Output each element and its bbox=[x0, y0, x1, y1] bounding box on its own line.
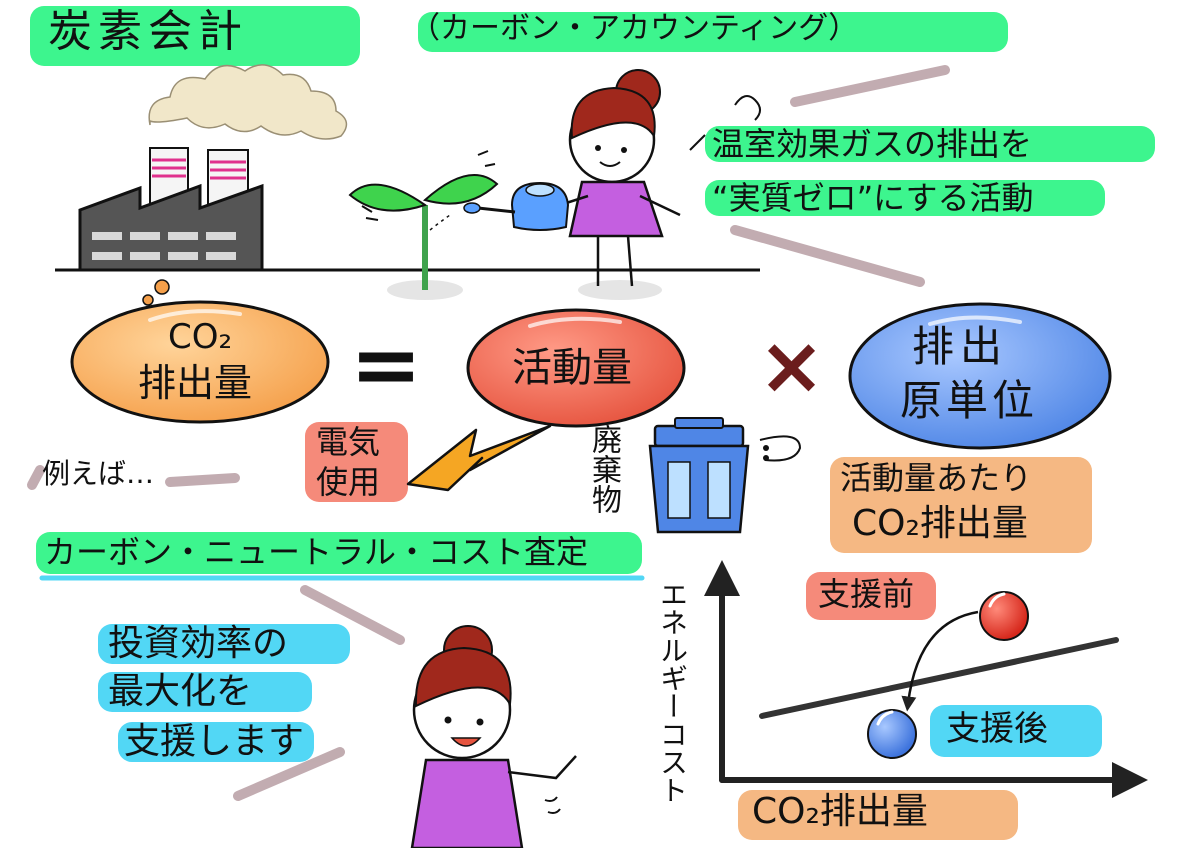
factory-building bbox=[78, 183, 264, 272]
activity-amount-ellipse bbox=[466, 308, 686, 428]
factor-note-highlight bbox=[830, 457, 1092, 553]
emissions-label: 排出量 bbox=[138, 361, 253, 405]
activity-amount-label: 活動量 bbox=[512, 345, 632, 391]
subtitle: （カーボン・アカウンティング） bbox=[410, 11, 859, 46]
factory-windows bbox=[92, 232, 236, 260]
y-axis-label: エネルギーコスト bbox=[656, 580, 689, 804]
factory-illustration bbox=[78, 64, 348, 272]
co2-emissions-ellipse bbox=[70, 300, 330, 424]
definition-highlight-2 bbox=[705, 180, 1105, 216]
decorative-swashes bbox=[27, 65, 950, 801]
factor-note-line-1: 活動量あたり bbox=[840, 459, 1033, 497]
service-desc-highlight-2 bbox=[98, 672, 312, 712]
title-highlight bbox=[30, 6, 360, 66]
after-point bbox=[867, 709, 917, 759]
before-highlight bbox=[806, 572, 936, 620]
co2-bubbles bbox=[142, 279, 170, 306]
after-support-label: 支援後 bbox=[946, 709, 1048, 749]
emission-factor-line-2: 原単位 bbox=[900, 376, 1039, 425]
service-desc-highlight-3 bbox=[118, 722, 314, 762]
waste-label: 廃棄物 bbox=[586, 424, 621, 514]
watering-can bbox=[510, 181, 570, 231]
speech-squiggle bbox=[734, 95, 761, 121]
cost-emission-graph bbox=[704, 560, 1148, 798]
before-support-label: 支援前 bbox=[818, 575, 915, 613]
service-title-highlight bbox=[36, 532, 642, 574]
trash-can-icon bbox=[648, 417, 802, 534]
lightning-bolt-icon bbox=[406, 424, 552, 492]
subtitle-highlight bbox=[418, 12, 1008, 52]
definition-highlight-1 bbox=[705, 126, 1155, 162]
definition-line-2: “実質ゼロ”にする活動 bbox=[712, 179, 1034, 217]
example-intro: 例えば… bbox=[42, 457, 155, 490]
service-title: カーボン・ニュートラル・コスト査定 bbox=[44, 533, 589, 571]
after-highlight bbox=[930, 705, 1102, 757]
trend-line bbox=[759, 637, 1119, 719]
co2-label: CO₂ bbox=[168, 317, 233, 357]
leaf-right bbox=[422, 174, 499, 205]
hair bbox=[570, 86, 656, 140]
emission-factor-ellipse bbox=[848, 302, 1112, 450]
smoke bbox=[148, 64, 348, 140]
x-axis-label: CO₂排出量 bbox=[752, 791, 928, 832]
x-axis-label-highlight bbox=[738, 790, 1018, 840]
ellipse-shine bbox=[148, 309, 1022, 328]
electricity-line-1: 電気 bbox=[316, 423, 381, 461]
electricity-line-2: 使用 bbox=[316, 463, 381, 501]
service-desc-highlight-1 bbox=[98, 624, 350, 664]
service-desc-line-2: 最大化を bbox=[108, 671, 253, 712]
dress bbox=[568, 180, 664, 238]
service-desc-line-3: 支援します bbox=[124, 721, 305, 762]
electricity-highlight bbox=[305, 422, 408, 502]
service-desc-line-1: 投資効率の bbox=[108, 623, 289, 664]
title: 炭素会計 bbox=[48, 6, 248, 57]
movement-arrow bbox=[901, 610, 979, 712]
definition-line-1: 温室効果ガスの排出を bbox=[712, 125, 1033, 163]
factor-note-line-2: CO₂排出量 bbox=[852, 503, 1028, 544]
before-point bbox=[979, 591, 1029, 641]
leaf-left bbox=[348, 183, 428, 212]
woman-watering-illustration bbox=[463, 69, 681, 300]
seedling-illustration bbox=[348, 150, 499, 300]
equals-sign: = bbox=[350, 315, 423, 415]
emission-factor-line-1: 排出 bbox=[912, 322, 1009, 371]
multiply-sign: × bbox=[758, 319, 826, 412]
woman-presenting-illustration bbox=[410, 625, 577, 848]
